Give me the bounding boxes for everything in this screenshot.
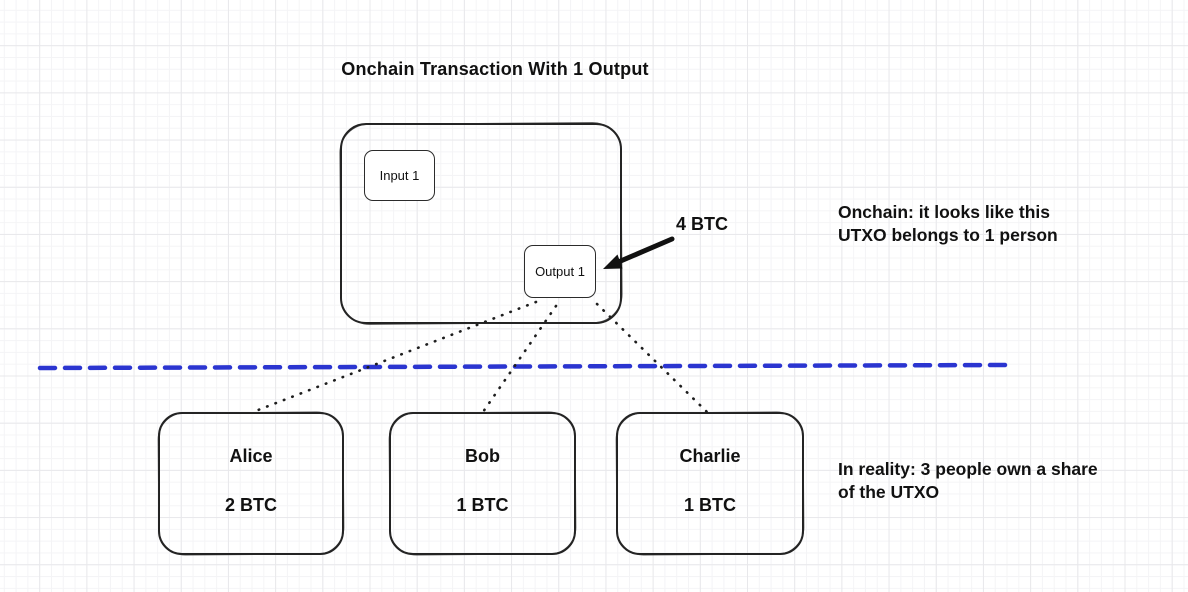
output-amount-label: 4 BTC xyxy=(676,214,729,234)
owner-box-charlie: Charlie 1 BTC xyxy=(616,412,804,555)
reality-annotation-line2: of the UTXO xyxy=(838,481,940,502)
owner-box-alice: Alice 2 BTC xyxy=(158,412,344,555)
owner-name: Alice xyxy=(229,445,273,466)
onchain-annotation-line1: Onchain: it looks like this xyxy=(838,202,1050,222)
owner-amount: 2 BTC xyxy=(224,494,277,515)
owner-name: Bob xyxy=(465,445,500,466)
onchain-annotation: Onchain: it looks like this UTXO belongs… xyxy=(838,201,1138,246)
connector-output-to-charlie xyxy=(595,302,709,414)
owner-amount: 1 BTC xyxy=(456,494,509,515)
input-box: Input 1 xyxy=(364,150,435,201)
onchain-reality-divider-line xyxy=(37,362,1013,371)
output-box: Output 1 xyxy=(524,245,596,298)
input-label: Input 1 xyxy=(379,168,420,183)
output-label: Output 1 xyxy=(535,264,585,279)
owner-name: Charlie xyxy=(679,445,741,466)
owner-amount: 1 BTC xyxy=(683,494,736,515)
onchain-annotation-line2: UTXO belongs to 1 person xyxy=(838,224,1058,245)
diagram-title: Onchain Transaction With 1 Output xyxy=(341,59,649,79)
owner-box-bob: Bob 1 BTC xyxy=(389,412,576,555)
reality-annotation-line1: In reality: 3 people own a share xyxy=(838,459,1098,479)
reality-annotation: In reality: 3 people own a share of the … xyxy=(838,458,1148,503)
